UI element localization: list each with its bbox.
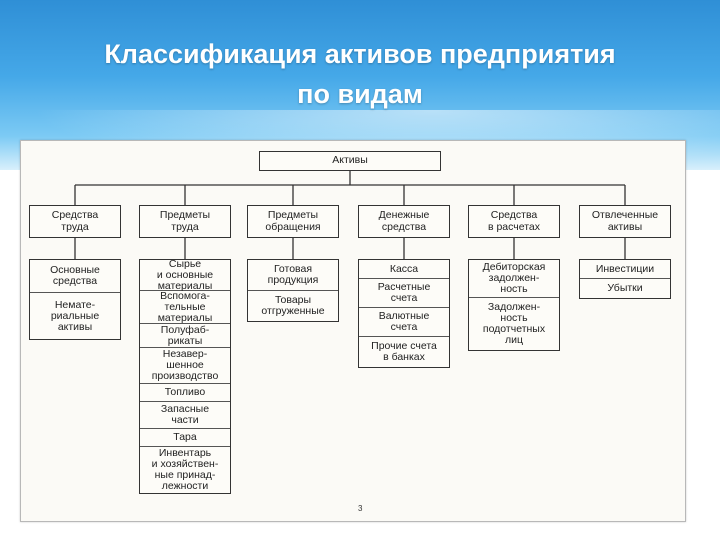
subcategory-item: Готовая продукция [248, 260, 338, 291]
title-line-1: Классификация активов предприятия [104, 39, 616, 69]
subcategory-item: Инвентарь и хозяйствен- ные принад- лежн… [151, 447, 219, 492]
slide-title: Классификация активов предприятия по вид… [0, 34, 720, 114]
subcategory-item: Сырье и основные материалы [140, 258, 230, 291]
subcategory-item: Убытки [607, 282, 643, 294]
subcategory-item: Товары отгруженные [261, 294, 325, 317]
subcategory-item: Основные средства [30, 260, 120, 293]
subcategory-item: Расчетные счета [359, 279, 449, 308]
page-number: 3 [358, 504, 363, 513]
subcategory-item: Незавер- шенное производство [140, 348, 230, 384]
connector-lines [74, 171, 626, 259]
subcategory-item: Касса [359, 260, 449, 279]
subcategory-item: Запасные части [140, 402, 230, 429]
subcategory-item: Прочие счета в банках [371, 340, 437, 363]
subcategory-item: Задолжен- ность подотчетных лиц [482, 301, 546, 346]
root-node-assets: Активы [259, 151, 441, 171]
subcategory-item: Вспомога- тельные материалы [140, 290, 230, 324]
category-node-5: Средства в расчетах [468, 205, 560, 238]
category-node-6: Отвлеченные активы [579, 205, 671, 238]
subcategory-item: Дебиторская задолжен- ность [469, 260, 559, 298]
title-line-2: по видам [297, 79, 423, 109]
subcategory-item: Немате- риальные активы [50, 298, 100, 333]
category-node-2: Предметы труда [139, 205, 231, 238]
subcategory-item: Валютные счета [359, 308, 449, 337]
category-node-3: Предметы обращения [247, 205, 339, 238]
subcategory-item: Тара [140, 429, 230, 447]
subcategory-item: Полуфаб- рикаты [140, 324, 230, 348]
category-node-4: Денежные средства [358, 205, 450, 238]
subcategory-item: Топливо [140, 384, 230, 402]
subcategory-item: Инвестиции [580, 260, 670, 279]
category-node-1: Средства труда [29, 205, 121, 238]
